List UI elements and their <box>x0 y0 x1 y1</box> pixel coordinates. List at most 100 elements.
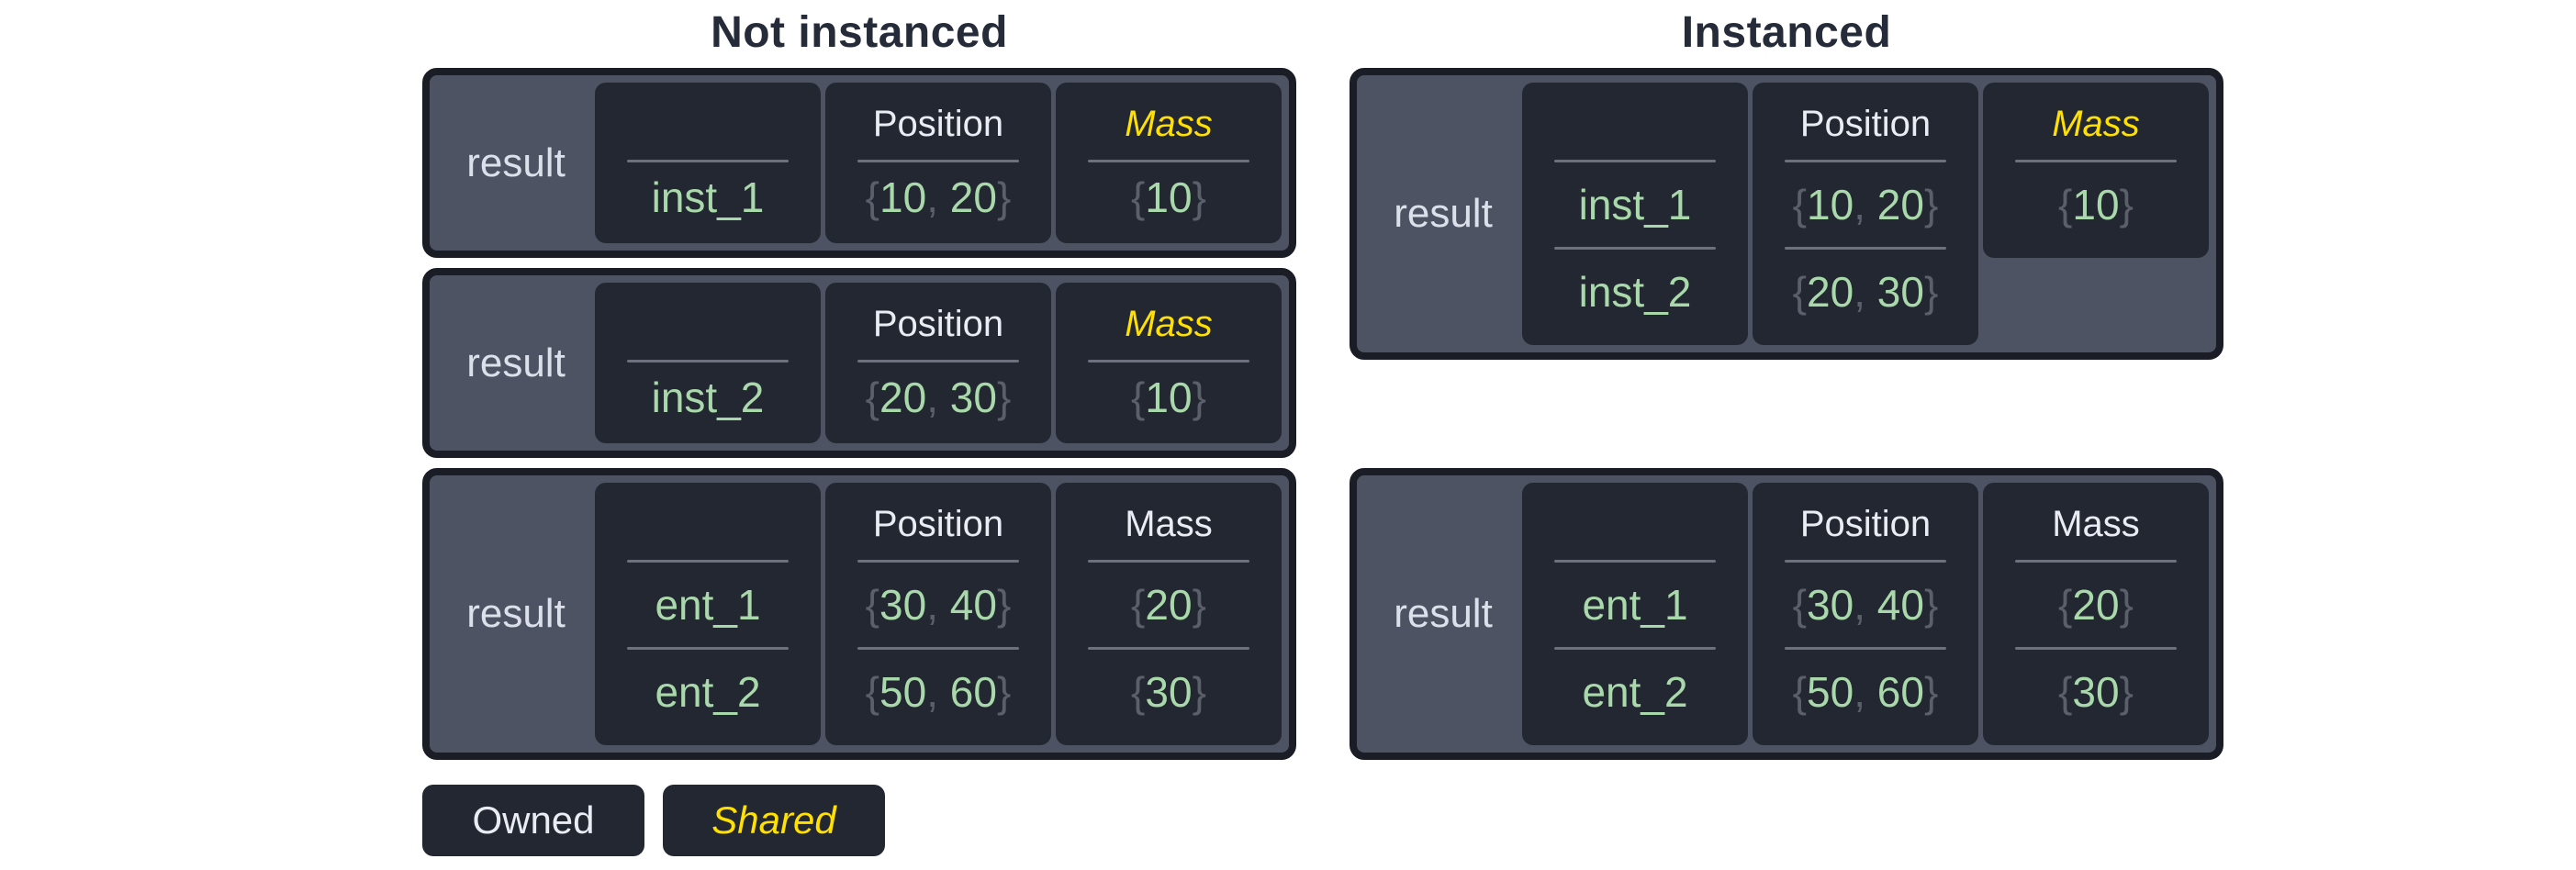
value-row: {20} <box>1065 563 1272 647</box>
value-punctuation: } <box>996 581 1012 629</box>
value-punctuation: } <box>996 173 1012 221</box>
value-punctuation: { <box>2058 668 2073 716</box>
value-row: {20} <box>1992 563 2200 647</box>
result-label: result <box>466 591 566 636</box>
column-header: Mass <box>2052 503 2140 544</box>
header-divider <box>626 360 790 362</box>
column-position: Position{30, 40}{50, 60} <box>825 483 1051 745</box>
row-divider <box>1553 247 1717 250</box>
value-row: inst_1 <box>604 162 812 232</box>
column-mass: Mass{10} <box>1056 283 1282 443</box>
column-mass: Mass {10} <box>1983 83 2209 258</box>
value-punctuation: , <box>926 581 950 629</box>
value-row: {10} <box>1065 162 1272 232</box>
column-mass: Mass {10} <box>1056 83 1282 243</box>
value-text: 50 <box>879 668 927 716</box>
title-instanced: Instanced <box>1681 8 1892 57</box>
value-row: {10, 20} <box>834 162 1042 232</box>
value-punctuation: { <box>1792 581 1808 629</box>
value-punctuation: { <box>1131 581 1146 629</box>
column-mass: Mass{20}{30} <box>1056 483 1282 745</box>
title-not-instanced: Not instanced <box>711 8 1008 57</box>
value-punctuation: { <box>1792 668 1808 716</box>
value-row: inst_2 <box>604 362 812 432</box>
value-text: 30 <box>1876 268 1924 316</box>
value-punctuation: , <box>1854 268 1877 316</box>
row-divider <box>1784 647 1947 650</box>
value-row: {10, 20} <box>1762 162 1969 247</box>
column-header: Mass <box>2052 103 2140 144</box>
legend-shared-chip: Shared <box>663 785 885 856</box>
header-divider <box>1784 160 1947 162</box>
value-row: {30, 40} <box>834 563 1042 647</box>
header-divider <box>1553 560 1717 563</box>
columns: inst_2 Position{20, 30}Mass{10} <box>595 283 1282 443</box>
value-punctuation: } <box>2119 581 2134 629</box>
value-text: inst_2 <box>651 374 765 421</box>
value-text: 40 <box>1876 581 1924 629</box>
header-divider <box>626 160 790 162</box>
row-divider <box>857 647 1020 650</box>
value-text: 40 <box>949 581 997 629</box>
value-row: {30} <box>1065 650 1272 734</box>
header-divider <box>2014 560 2178 563</box>
value-punctuation: , <box>1854 181 1877 229</box>
value-punctuation: { <box>1131 173 1146 221</box>
value-punctuation: , <box>1854 581 1877 629</box>
column-header: Position <box>1799 503 1932 544</box>
value-text: 60 <box>949 668 997 716</box>
value-row: ent_1 <box>1531 563 1739 647</box>
header-divider <box>857 160 1020 162</box>
column-entity-names: ent_1 ent_2 <box>595 483 821 745</box>
column-header: Position <box>872 103 1004 144</box>
header-divider <box>857 360 1020 362</box>
column-header: Mass <box>1125 103 1213 144</box>
value-punctuation: { <box>2058 581 2073 629</box>
value-text: ent_1 <box>655 581 761 629</box>
value-row: ent_1 <box>604 563 812 647</box>
column-position: Position{20, 30} <box>825 283 1051 443</box>
value-row: inst_2 <box>1531 250 1739 334</box>
header-divider <box>1087 360 1250 362</box>
value-text: 10 <box>2072 181 2120 229</box>
value-row: ent_2 <box>604 650 812 734</box>
row-divider <box>1087 647 1250 650</box>
value-row: {50, 60} <box>1762 650 1969 734</box>
value-punctuation: } <box>2119 668 2134 716</box>
value-text: ent_1 <box>1582 581 1688 629</box>
column-position: Position{10, 20}{20, 30} <box>1753 83 1978 345</box>
value-text: 10 <box>879 173 927 221</box>
value-row: {20, 30} <box>834 362 1042 432</box>
column-entity-names: inst_2 <box>595 283 821 443</box>
value-punctuation: } <box>1192 581 1206 629</box>
value-punctuation: } <box>1192 668 1206 716</box>
column-header <box>1531 488 1739 560</box>
value-text: 50 <box>1807 668 1854 716</box>
value-text: 20 <box>879 374 927 421</box>
value-punctuation: { <box>2058 181 2073 229</box>
value-row: {30, 40} <box>1762 563 1969 647</box>
column-entity-names: inst_1 <box>595 83 821 243</box>
value-punctuation: } <box>2119 181 2134 229</box>
value-punctuation: } <box>1923 268 1939 316</box>
value-punctuation: , <box>926 374 950 421</box>
value-punctuation: , <box>1854 668 1877 716</box>
value-punctuation: } <box>1923 668 1939 716</box>
value-row: {10} <box>1065 362 1272 432</box>
value-text: 30 <box>1807 581 1854 629</box>
value-punctuation: { <box>865 173 880 221</box>
value-text: 20 <box>949 173 997 221</box>
value-row: ent_2 <box>1531 650 1739 734</box>
row-divider <box>626 647 790 650</box>
value-text: 30 <box>2072 668 2120 716</box>
value-punctuation: } <box>1923 581 1939 629</box>
column-entity-names: ent_1 ent_2 <box>1522 483 1748 745</box>
value-text: 20 <box>1145 581 1193 629</box>
